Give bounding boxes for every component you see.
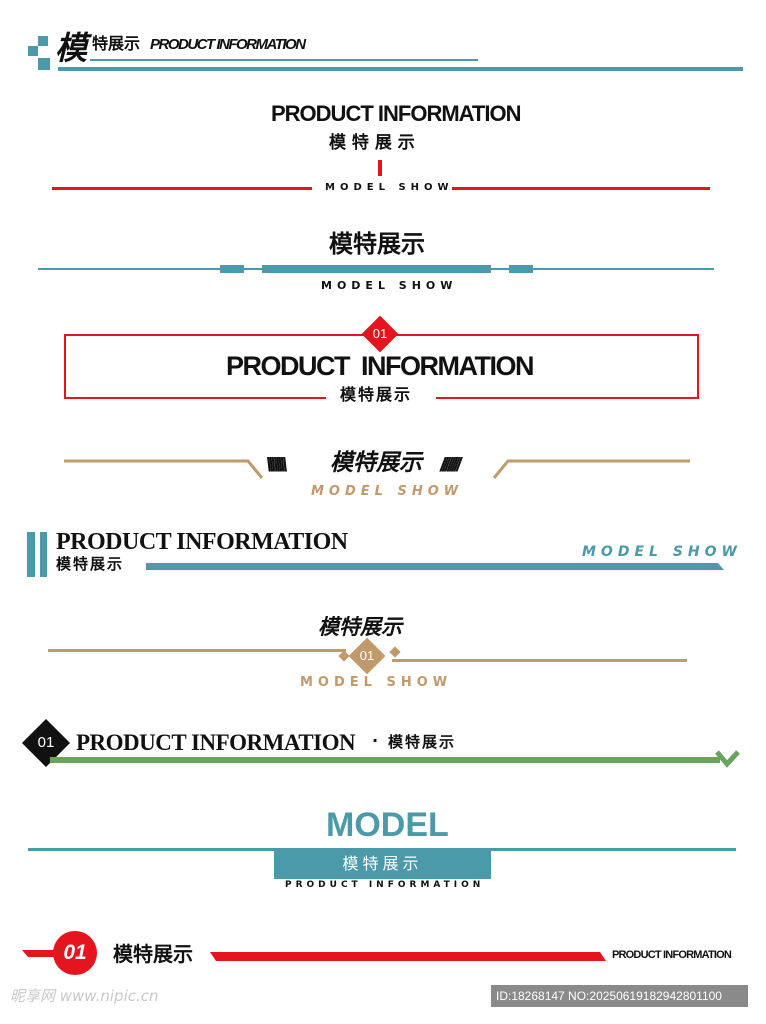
- title-cn: 模 特 展 示: [329, 133, 415, 153]
- title-cn: 特展示: [92, 34, 141, 53]
- title-cn: 模特展示: [56, 555, 125, 573]
- title-en: MODEL: [326, 806, 449, 844]
- tan-line-left: [48, 649, 346, 652]
- red-line-right: [452, 187, 710, 190]
- watermark-id: ID:18268147 NO:20250619182942801100: [496, 989, 722, 1003]
- subtitle: MODEL SHOW: [311, 484, 464, 499]
- subtitle: PRODUCT INFORMATION: [285, 880, 485, 890]
- teal-label-box: [274, 850, 491, 879]
- tan-line-right: [392, 659, 687, 662]
- badge-number: 01: [63, 941, 87, 964]
- red-line-left: [52, 187, 312, 190]
- green-line: [50, 757, 720, 763]
- hatch-right-icon: ////////: [440, 455, 461, 476]
- circle-badge: [53, 931, 97, 975]
- subtitle: MODEL SHOW: [582, 544, 742, 560]
- title-cn: 模特展示: [342, 854, 423, 873]
- vertical-bar: [27, 532, 35, 577]
- badge-number: 01: [37, 734, 55, 751]
- badge-number: 01: [372, 326, 388, 341]
- square-decor-icon: [38, 58, 50, 70]
- caption-gap: [326, 392, 436, 402]
- title-cn: 模特展示: [113, 942, 193, 966]
- teal-block-center: [262, 265, 491, 273]
- title-en: PRODUCT INFORMATION: [76, 730, 356, 755]
- teal-block-right: [509, 265, 533, 273]
- hatch-left-icon: \\\\\\\\: [266, 455, 287, 476]
- title-en: PRODUCT INFORMATION: [56, 529, 348, 555]
- teal-block-left: [220, 265, 244, 273]
- title-en: PRODUCT INFORMATION: [612, 949, 732, 961]
- subtitle: MODEL SHOW: [300, 675, 453, 690]
- title-en: PRODUCT INFORMATION: [271, 101, 521, 126]
- title-cn: 模特展示: [318, 615, 402, 639]
- title-cn: 模特展示: [388, 733, 457, 751]
- square-decor-icon: [38, 36, 48, 46]
- watermark-id-box: [491, 985, 748, 1007]
- red-tick: [378, 160, 382, 176]
- title-en: PRODUCT INFORMATION: [226, 351, 534, 381]
- title-cn: 模特展示: [329, 230, 425, 258]
- title-dot: ·: [372, 731, 379, 750]
- underline-thin: [90, 59, 478, 61]
- title-cn: 模特展示: [340, 385, 413, 404]
- teal-line: [28, 848, 736, 851]
- watermark-site: 昵享网 www.nipic.cn: [10, 987, 159, 1005]
- square-decor-icon: [28, 46, 38, 56]
- vertical-bar: [40, 532, 47, 577]
- check-chevron-icon: [715, 750, 740, 768]
- title-en: PRODUCT INFORMATION: [150, 36, 306, 53]
- badge-number: 01: [359, 648, 375, 663]
- subtitle: MODEL SHOW: [321, 279, 458, 292]
- underline-thick: [58, 67, 743, 71]
- title-cn: 模特展示: [330, 450, 422, 476]
- title-big-char: 模: [55, 29, 88, 67]
- subtitle: MODEL SHOW: [325, 182, 454, 193]
